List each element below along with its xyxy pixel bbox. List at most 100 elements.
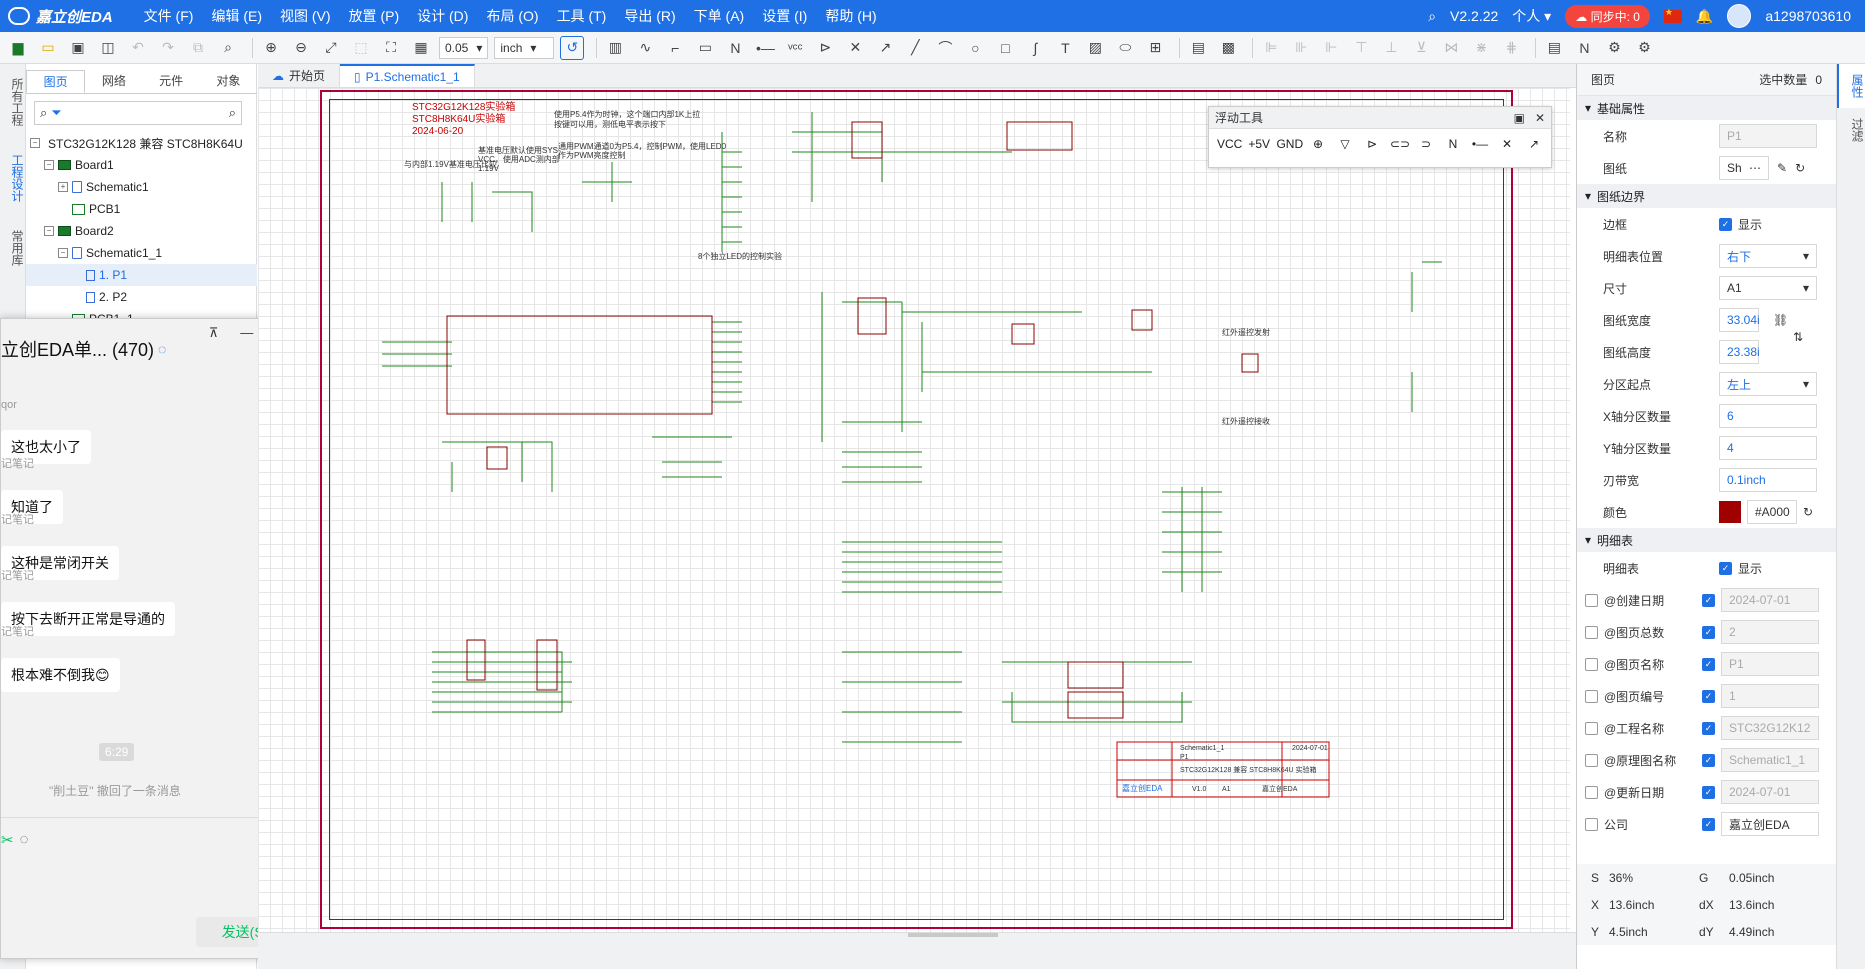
table-checkbox[interactable]: ✓ <box>1719 561 1732 575</box>
scissors-icon[interactable]: ✂ <box>1 832 14 849</box>
rectangle-icon[interactable]: □ <box>1001 39 1010 56</box>
float-tool-3[interactable]: ⊕ <box>1312 137 1324 151</box>
search-icon[interactable]: ⌕ <box>1428 7 1437 24</box>
name-field[interactable]: P1 <box>1719 124 1817 148</box>
detail-enabled-checkbox[interactable]: ✓ <box>1702 625 1715 639</box>
tab-components[interactable]: 元件 <box>159 74 184 88</box>
reset-icon[interactable]: ↻ <box>1803 505 1814 519</box>
vtab-project-design[interactable]: 工程设计 <box>10 154 24 202</box>
menu-edit[interactable]: 编辑 (E) <box>211 8 262 24</box>
open-folder-icon[interactable]: ▭ <box>41 39 55 55</box>
arc-icon[interactable]: ⌒ <box>938 39 953 56</box>
schematic-canvas[interactable]: STC32G12K128实验箱 STC8H8K64U实验箱 2024-06-20… <box>258 88 1570 932</box>
detail-visible-checkbox[interactable] <box>1585 721 1598 735</box>
undo-icon[interactable]: ↶ <box>132 39 144 55</box>
detail-value-field[interactable]: P1 <box>1721 652 1819 676</box>
float-tool-2[interactable]: GND <box>1276 137 1304 151</box>
filter-icon[interactable]: ⏷ <box>51 105 62 120</box>
app-logo[interactable]: 嘉立创EDA <box>0 6 113 27</box>
detail-value-field[interactable]: 2 <box>1721 620 1819 644</box>
float-tool-8[interactable]: N <box>1448 137 1458 151</box>
circle-icon[interactable]: ○ <box>971 39 980 56</box>
expand-toggle-icon[interactable]: − <box>44 226 54 236</box>
sheet-height-field[interactable]: 23.38i <box>1719 340 1760 364</box>
netlist-icon[interactable]: N <box>1579 39 1590 56</box>
detail-value-field[interactable]: 2024-07-01 <box>1721 588 1819 612</box>
section-border[interactable]: ▾图纸边界 <box>1577 184 1836 208</box>
save-icon[interactable]: ▣ <box>71 39 85 55</box>
horizontal-scrollbar[interactable] <box>258 932 1576 969</box>
detail-value-field[interactable]: 1 <box>1721 684 1819 708</box>
vcc-icon[interactable]: ᵛᶜᶜ <box>788 39 803 56</box>
netflag-icon[interactable]: N <box>730 39 741 56</box>
bell-icon[interactable]: 🔔 <box>1695 7 1714 24</box>
align-center-icon[interactable]: ⊪ <box>1295 39 1308 55</box>
float-tool-0[interactable]: VCC <box>1217 137 1243 151</box>
zoom-in-icon[interactable]: ⊕ <box>265 39 277 55</box>
unit-select[interactable]: inch▾ <box>494 36 555 59</box>
align-right-icon[interactable]: ⊩ <box>1325 39 1338 55</box>
detail-visible-checkbox[interactable] <box>1585 785 1598 799</box>
float-tool-10[interactable]: ✕ <box>1501 137 1513 151</box>
detail-value-field[interactable]: 嘉立创EDA <box>1721 812 1819 836</box>
user-scope-dropdown[interactable]: 个人 ▾ <box>1512 8 1552 24</box>
detail-enabled-checkbox[interactable]: ✓ <box>1702 689 1715 703</box>
vtab-all-projects[interactable]: 所有工程 <box>10 78 24 126</box>
expand-toggle-icon[interactable]: − <box>30 138 40 148</box>
zoom-selection-icon[interactable]: ⬚ <box>354 39 368 55</box>
menu-layout[interactable]: 布局 (O) <box>486 8 539 24</box>
table-icon[interactable]: ⊞ <box>1149 39 1162 55</box>
sync-status-button[interactable]: ☁ 同步中: 0 <box>1565 4 1650 28</box>
tree-item[interactable]: 2. P2 <box>26 286 257 308</box>
grid-step-select[interactable]: 0.05▾ <box>439 36 489 59</box>
bus-icon[interactable]: ⌐ <box>671 39 680 56</box>
library-icon[interactable]: ⚙ <box>1608 39 1621 55</box>
detail-visible-checkbox[interactable] <box>1585 625 1598 639</box>
detail-visible-checkbox[interactable] <box>1585 593 1598 607</box>
x-zone-count-field[interactable]: 6 <box>1719 404 1817 428</box>
snap-toggle-icon[interactable]: ↺ <box>560 35 585 60</box>
probe-icon[interactable]: ↗ <box>879 39 892 55</box>
search-icon[interactable]: ⌕ <box>228 105 236 120</box>
section-detail[interactable]: ▾明细表 <box>1577 528 1836 552</box>
save-as-icon[interactable]: ◫ <box>101 39 115 55</box>
distribute-h-icon[interactable]: ⋈ <box>1444 39 1459 55</box>
zone-origin-select[interactable]: 左上▾ <box>1719 372 1817 396</box>
expand-toggle-icon[interactable]: − <box>58 248 68 258</box>
copy-icon[interactable]: ⧉ <box>193 39 203 55</box>
tab-objects[interactable]: 对象 <box>216 74 241 88</box>
annotate-icon[interactable]: ▤ <box>1191 39 1205 55</box>
sheet-width-field[interactable]: 33.04i <box>1719 308 1760 332</box>
junction-icon[interactable]: •— <box>755 39 775 56</box>
link-icon[interactable]: ⛓ <box>1773 313 1789 327</box>
new-project-icon[interactable]: ▆ <box>12 39 24 55</box>
edit-pencil-icon[interactable]: ✎ <box>1777 161 1788 175</box>
section-basic[interactable]: ▾基础属性 <box>1577 96 1836 120</box>
tab-home[interactable]: ☁开始页 <box>258 64 341 87</box>
distribute-v-icon[interactable]: ⋇ <box>1475 39 1488 55</box>
menu-design[interactable]: 设计 (D) <box>417 8 469 24</box>
detail-visible-checkbox[interactable] <box>1585 689 1598 703</box>
expand-toggle-icon[interactable]: − <box>44 160 54 170</box>
tab-pages[interactable]: 图页 <box>26 70 86 93</box>
pin-icon[interactable]: ⊼ <box>208 325 219 340</box>
menu-view[interactable]: 视图 (V) <box>280 8 331 24</box>
tree-item[interactable]: PCB1 <box>26 198 257 220</box>
float-tool-11[interactable]: ↗ <box>1528 137 1540 151</box>
float-tool-6[interactable]: ⊂⊃ <box>1389 137 1411 151</box>
float-tool-5[interactable]: ⊳ <box>1366 137 1378 151</box>
tree-item[interactable]: +Schematic1 <box>26 176 257 198</box>
zoom-out-icon[interactable]: ⊖ <box>295 39 307 55</box>
component-icon[interactable]: ▥ <box>608 39 622 55</box>
vtab-properties[interactable]: 属性 <box>1837 64 1865 108</box>
tree-item[interactable]: −Board2 <box>26 220 257 242</box>
vtab-common-library[interactable]: 常用库 <box>10 230 24 266</box>
detail-enabled-checkbox[interactable]: ✓ <box>1702 721 1715 735</box>
vtab-filter[interactable]: 过滤 <box>1850 118 1864 142</box>
tree-item[interactable]: −STC32G12K128 兼容 STC8H8K64U <box>26 132 257 154</box>
detail-visible-checkbox[interactable] <box>1585 753 1598 767</box>
edge-width-field[interactable]: 0.1inch <box>1719 468 1817 492</box>
tab-nets[interactable]: 网络 <box>101 74 126 88</box>
ellipse-icon[interactable]: ⬭ <box>1119 39 1132 55</box>
scroll-thumb[interactable] <box>908 933 998 937</box>
